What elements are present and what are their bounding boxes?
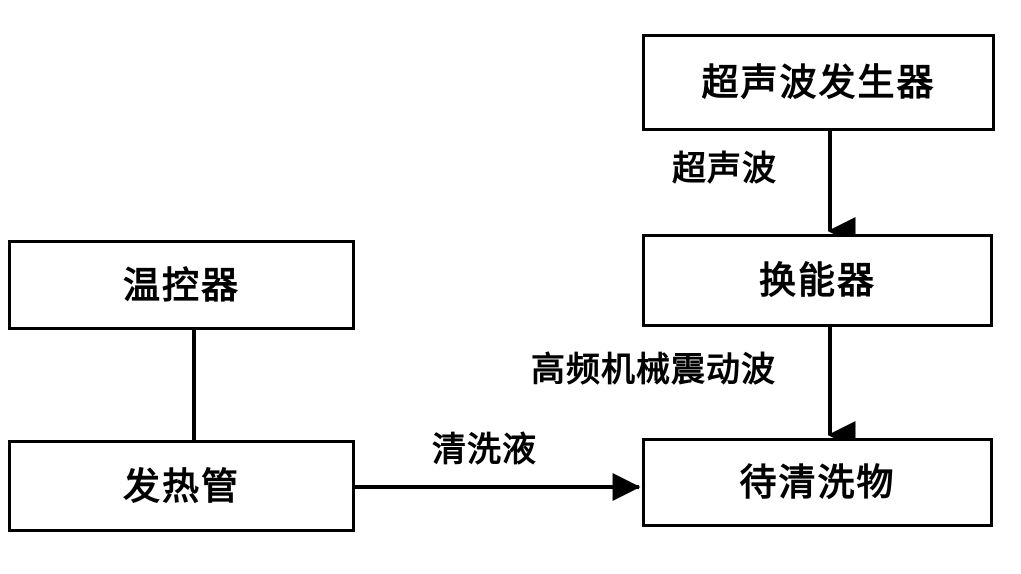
node-ultrasonic-generator[interactable]: 超声波发生器 — [642, 34, 995, 131]
edge-label-ultrasonic-wave: 超声波 — [672, 149, 777, 189]
node-label: 换能器 — [759, 259, 876, 302]
node-label: 发热管 — [123, 464, 240, 508]
node-label: 待清洗物 — [739, 461, 896, 504]
node-heating-tube[interactable]: 发热管 — [8, 440, 355, 532]
edge-label-cleaning-solution: 清洗液 — [432, 430, 537, 470]
edge-label-mechanical-vibration-wave: 高频机械震动波 — [531, 350, 776, 390]
node-temperature-controller[interactable]: 温控器 — [8, 240, 355, 330]
node-label: 温控器 — [123, 263, 240, 307]
node-workpiece[interactable]: 待清洗物 — [642, 438, 993, 527]
node-label: 超声波发生器 — [701, 61, 936, 104]
node-transducer[interactable]: 换能器 — [642, 234, 993, 327]
